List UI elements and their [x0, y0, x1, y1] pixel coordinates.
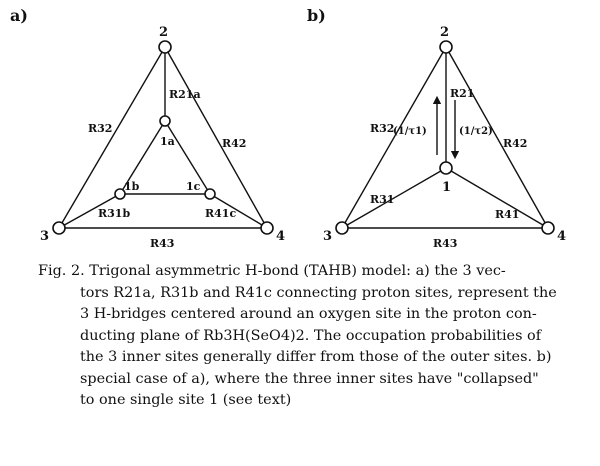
node-b-2	[439, 40, 453, 54]
caption-line-5: the 3 inner sites generally differ from …	[80, 349, 552, 365]
panel-a-label: a)	[10, 6, 28, 25]
node-b-3-label: 3	[323, 229, 332, 244]
edge-a-2-4	[164, 46, 268, 229]
node-b-4	[541, 221, 555, 235]
edge-b-r43-label: R43	[433, 237, 457, 250]
panel-b-label: b)	[307, 6, 326, 25]
edge-b-r32-label: R32	[370, 122, 394, 135]
edge-a-r43-label: R43	[150, 237, 174, 250]
edge-b-r41-label: R41	[495, 208, 519, 221]
node-a-2	[158, 40, 172, 54]
edge-b-r31-label: R31	[370, 193, 394, 206]
edge-a-1a-1b	[119, 120, 166, 195]
rate-tau2-label: (1/τ2)	[459, 126, 493, 137]
caption-line-3: 3 H-bridges centered around an oxygen si…	[80, 306, 537, 322]
edge-a-2-3	[58, 46, 166, 229]
caption-line-7: to one single site 1 (see text)	[80, 392, 292, 408]
node-a-4-label: 4	[276, 229, 285, 244]
rate-tau1-label: (1/τ1)	[393, 126, 427, 137]
node-a-3	[52, 221, 66, 235]
edge-a-r31b-label: R31b	[98, 207, 130, 220]
edge-a-r32-label: R32	[88, 122, 112, 135]
node-a-1c-label: 1c	[186, 180, 201, 193]
edge-a-1a-1c	[164, 120, 211, 195]
caption-line-1: Fig. 2. Trigonal asymmetric H-bond (TAHB…	[38, 263, 506, 279]
node-b-3	[335, 221, 349, 235]
figure-caption: Fig. 2. Trigonal asymmetric H-bond (TAHB…	[38, 261, 586, 412]
node-a-1a	[159, 115, 171, 127]
edge-a-3-1b	[58, 193, 121, 229]
caption-line-6: special case of a), where the three inne…	[80, 370, 539, 387]
node-a-4	[260, 221, 274, 235]
edge-b-3-1	[341, 167, 447, 229]
node-b-2-label: 2	[440, 25, 449, 40]
edge-a-r21a-label: R21a	[169, 88, 201, 101]
node-b-1-label: 1	[442, 180, 451, 195]
panel-b: 2 3 4 1 R21 R32 R42 R31 R41 R43 (1/τ1) (…	[323, 25, 566, 250]
node-a-1c	[204, 188, 216, 200]
edge-b-4-1	[445, 167, 549, 229]
node-b-4-label: 4	[557, 229, 566, 244]
caption-line-2: tors R21a, R31b and R41c connecting prot…	[80, 284, 557, 301]
node-a-1b	[114, 188, 126, 200]
edge-a-4-1c	[209, 193, 268, 229]
panel-a: 2 3 4 1a 1b 1c R21a R32 R42 R31b R41c R4…	[40, 25, 285, 250]
node-a-1a-label: 1a	[160, 135, 175, 148]
edge-a-r41c-label: R41c	[205, 207, 236, 220]
tahb-diagram: 2 3 4 1a 1b 1c R21a R32 R42 R31b R41c R4…	[40, 25, 566, 250]
node-b-1	[439, 161, 453, 175]
edge-a-r42-label: R42	[222, 137, 246, 150]
edge-b-2-4	[445, 46, 549, 229]
edge-b-2-3	[341, 46, 447, 229]
edge-b-r42-label: R42	[503, 137, 527, 150]
node-a-2-label: 2	[159, 25, 168, 40]
caption-line-4: ducting plane of Rb3H(SeO4)2. The occupa…	[80, 327, 542, 344]
node-a-3-label: 3	[40, 229, 49, 244]
edge-b-r21-label: R21	[450, 87, 474, 100]
node-a-1b-label: 1b	[124, 180, 140, 193]
